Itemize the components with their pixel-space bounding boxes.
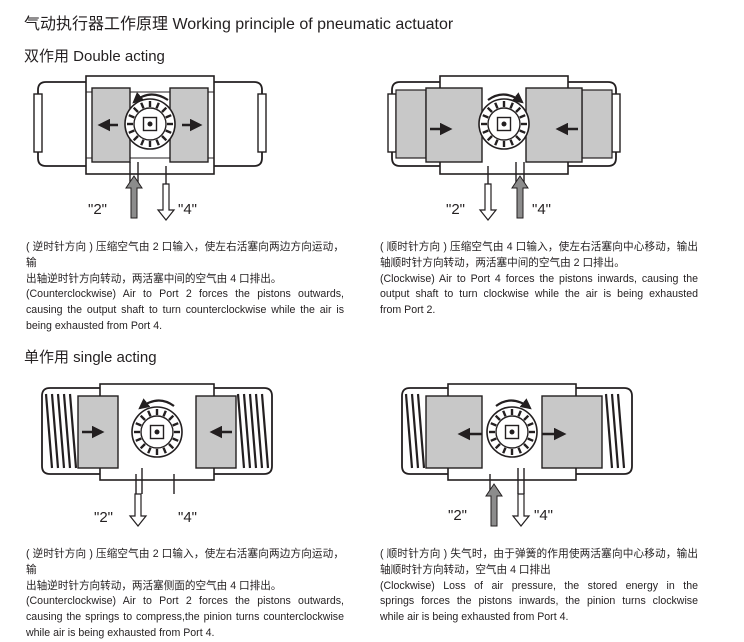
double-acting-cw-diagram: "2" "4" (387, 75, 621, 221)
caption-en-line1: (Counterclockwise) Air to Port 2 forces … (26, 288, 344, 301)
port-4-label: "4" (534, 507, 553, 524)
port-2-label: "2" (94, 509, 113, 526)
caption-cn-line1: ( 顺时针方向 ) 失气时，由于弹簧的作用使两活塞向中心移动，输出 (380, 548, 698, 560)
caption-double-acting-cw: ( 顺时针方向 ) 压缩空气由 4 口输入，使左右活塞向中心移动，输出 轴顺时针… (380, 240, 698, 319)
single-acting-cw-diagram: "2" "4" (401, 383, 633, 527)
caption-en-line1: (Clockwise) Air to Port 4 forces the pis… (380, 272, 698, 285)
caption-cn-line2: 出轴逆时针方向转动，两活塞侧面的空气由 4 口排出。 (26, 579, 282, 592)
page-title: 气动执行器工作原理 Working principle of pneumatic… (24, 16, 454, 33)
caption-cn-line1: ( 逆时针方向 ) 压缩空气由 2 口输入，使左右活塞向两边方向运动，输 (26, 241, 344, 269)
caption-en-line2: output shaft to turn clockwise while the… (380, 288, 698, 301)
port-4-label: "4" (178, 201, 197, 218)
caption-en-line1: (Counterclockwise) Air to Port 2 forces … (26, 595, 344, 608)
caption-en-line3: while air is being exhausted from Port 4… (380, 611, 569, 624)
caption-en-line2: springs forces the pistons inwards, the … (380, 595, 698, 608)
double-acting-ccw-diagram: "2" "4" (33, 75, 267, 221)
port-2-label: "2" (448, 507, 467, 524)
double-acting-title: 双作用 Double acting (24, 48, 165, 65)
single-acting-title: 单作用 single acting (24, 349, 157, 366)
caption-en-line3: while air is being exhausted from Port 4… (26, 626, 215, 639)
port-4-label: "4" (178, 509, 197, 526)
caption-cn-line2: 轴顺时针方向转动，空气由 4 口排出 (380, 563, 551, 576)
port-4-label: "4" (532, 201, 551, 218)
caption-cn-line1: ( 顺时针方向 ) 压缩空气由 4 口输入，使左右活塞向中心移动，输出 (380, 241, 698, 253)
caption-en-line1: (Clockwise) Loss of air pressure, the st… (380, 579, 698, 592)
caption-en-line2: causing the springs to compress,the pini… (26, 611, 344, 624)
port-2-label: "2" (88, 201, 107, 218)
caption-double-acting-ccw: ( 逆时针方向 ) 压缩空气由 2 口输入，使左右活塞向两边方向运动，输 出轴逆… (26, 240, 344, 335)
caption-en-line3: being exhausted from Port 4. (26, 319, 163, 332)
caption-en-line3: from Port 2. (380, 304, 436, 317)
caption-en-line2: causing the output shaft to turn counter… (26, 304, 344, 317)
port-2-label: "2" (446, 201, 465, 218)
caption-cn-line2: 轴顺时针方向转动，两活塞中间的空气由 2 口排出。 (380, 256, 625, 269)
caption-cn-line1: ( 逆时针方向 ) 压缩空气由 2 口输入，使左右活塞向两边方向运动，输 (26, 548, 344, 576)
caption-single-acting-cw: ( 顺时针方向 ) 失气时，由于弹簧的作用使两活塞向中心移动，输出 轴顺时针方向… (380, 547, 698, 626)
caption-single-acting-ccw: ( 逆时针方向 ) 压缩空气由 2 口输入，使左右活塞向两边方向运动，输 出轴逆… (26, 547, 344, 642)
caption-cn-line2: 出轴逆时针方向转动，两活塞中间的空气由 4 口排出。 (26, 272, 282, 285)
single-acting-ccw-diagram: "2" "4" (41, 383, 273, 527)
